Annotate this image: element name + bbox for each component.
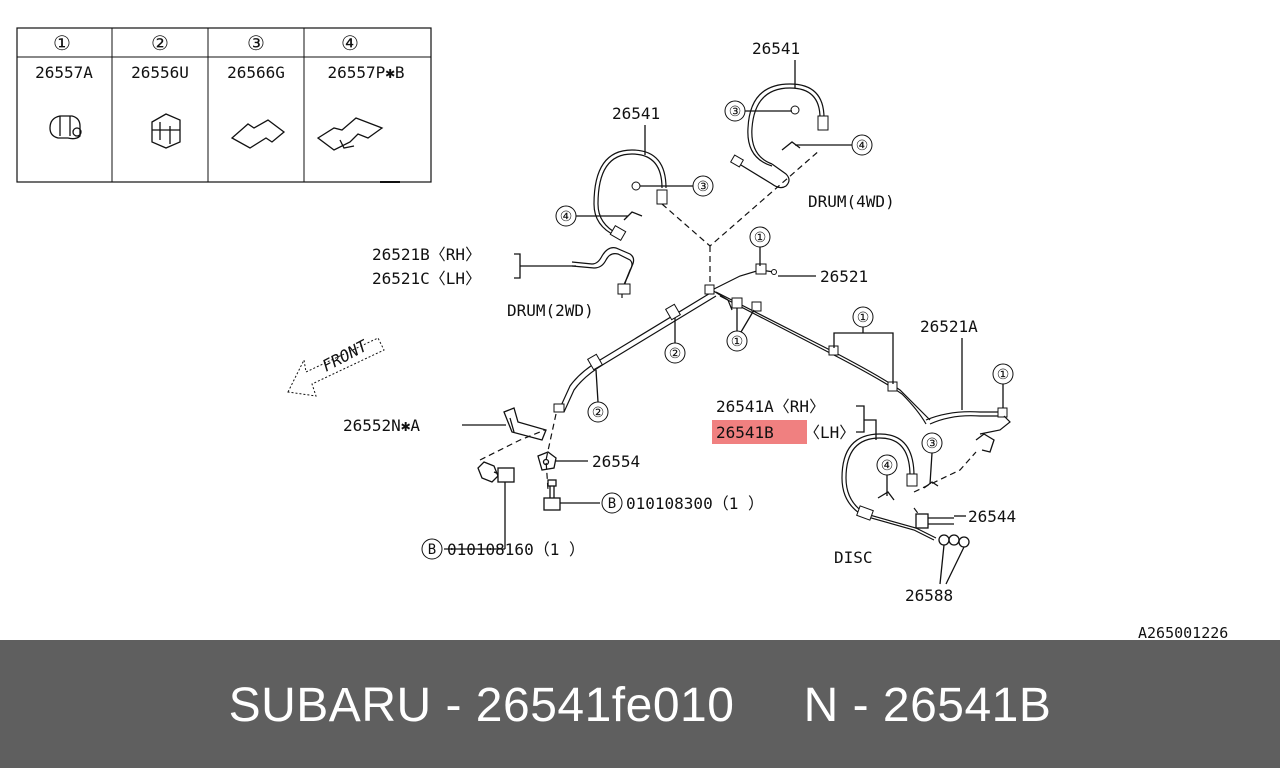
legend-part-3: 26566G (227, 63, 285, 82)
hose-lh-code: 26541B (716, 423, 774, 442)
bolt-010108300-label: 010108300（1 ） (626, 494, 764, 513)
callout-3-4wd: ③ (729, 104, 742, 120)
clip-26566g-icon (230, 119, 286, 149)
legend-part-2: 26556U (131, 63, 189, 82)
clip-26557a-icon (49, 115, 82, 140)
pipe-26521-label: 26521 (820, 267, 868, 286)
footer-bar: SUBARU - 26541fe010 N - 26541B (0, 640, 1280, 768)
hose-4wd-label: 26541 (752, 39, 800, 58)
hose-rh-label: 26541A〈RH〉 (716, 397, 825, 416)
b-mark-upper: B (608, 496, 616, 512)
legend-header-4: ④ (341, 31, 359, 55)
disc-label: DISC (834, 548, 873, 567)
legend-header-3: ③ (247, 31, 265, 55)
main-brake-pipes (553, 263, 1011, 453)
legend-header-2: ② (151, 31, 169, 55)
drum-2wd-label: DRUM(2WD) (507, 301, 594, 320)
bolt-010108160-label: 010108160（1 ） (447, 540, 585, 559)
callout-4-4wd: ④ (856, 138, 869, 154)
clip-26554-icon (537, 451, 557, 471)
clip-26556u-icon (151, 113, 181, 149)
pipe-lh-label: 26521C〈LH〉 (372, 269, 481, 288)
legend-part-4: 26557P✱B (327, 63, 404, 82)
drum-4wd-label: DRUM(4WD) (808, 192, 895, 211)
bracket-icon (503, 407, 547, 441)
callout-4-2wd: ④ (560, 209, 573, 225)
b-mark-lower: B (428, 542, 436, 558)
callout-1-pipe-a: ① (997, 367, 1010, 383)
legend-part-1: 26557A (35, 63, 93, 82)
hose-disc-assembly: ④ ③ (841, 432, 977, 541)
washer-26588-label: 26588 (905, 586, 953, 605)
callout-1-junction-top: ① (754, 230, 767, 246)
callout-3-disc: ③ (926, 436, 939, 452)
callout-2-upper: ② (669, 346, 682, 362)
union-bolt-26544-icon (915, 513, 970, 548)
bracket-label: 26552N✱A (343, 416, 420, 435)
callout-1-right-pipe: ① (857, 310, 870, 326)
bolt-010108300-icon (543, 479, 561, 511)
bolt-26544-label: 26544 (968, 507, 1016, 526)
pipe-26521bc: 26521B〈RH〉 26521C〈LH〉 DRUM(2WD) (372, 245, 635, 320)
hose-2wd-label: 26541 (612, 104, 660, 123)
callout-3-2wd: ③ (697, 179, 710, 195)
bolt-010108160-icon (477, 461, 515, 483)
callout-2-lower: ② (592, 405, 605, 421)
pipe-rh-label: 26521B〈RH〉 (372, 245, 481, 264)
footer-part-number: SUBARU - 26541fe010 N - 26541B (228, 679, 1052, 732)
callout-1-junction-bottom: ① (731, 334, 744, 350)
pipe-26521a-label: 26521A (920, 317, 978, 336)
hose-lh-highlight (712, 420, 807, 444)
clip-26554-label: 26554 (592, 452, 640, 471)
diagram-code: A265001226 (1138, 624, 1228, 640)
hose-lh-suffix: 〈LH〉 (804, 423, 855, 442)
parts-diagram: ① ② ③ ④ 26557A 26556U 26566G 26557P✱B 26… (16, 27, 1228, 640)
clip-26557p-icon (316, 117, 384, 151)
callout-4-disc: ④ (881, 458, 894, 474)
legend-table: ① ② ③ ④ 26557A 26556U 26566G 26557P✱B (16, 27, 432, 183)
front-arrow-icon: FRONT (287, 336, 385, 397)
hose-2wd-assembly: 26541 ③ ④ (555, 104, 714, 242)
legend-header-1: ① (53, 31, 71, 55)
hose-4wd-assembly: 26541 DRUM(4WD) ③ ④ (724, 39, 895, 211)
front-label: FRONT (319, 336, 372, 376)
